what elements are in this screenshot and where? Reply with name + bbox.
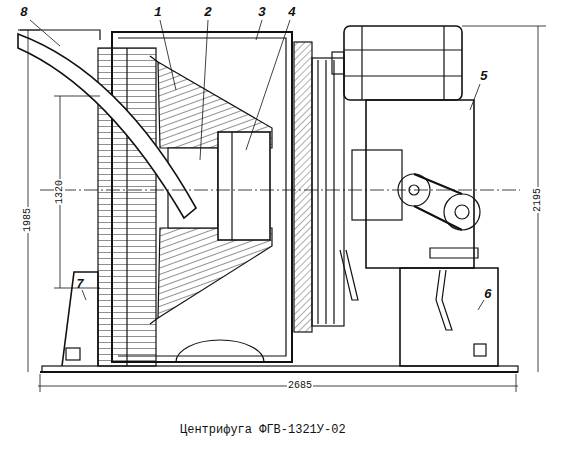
callout-number: 3	[258, 6, 266, 19]
motor	[344, 26, 462, 100]
dim-tick	[54, 96, 100, 97]
dim-tick	[516, 374, 517, 392]
callout-number: 4	[288, 6, 296, 19]
pulley-guard	[294, 42, 312, 332]
motor-shaft	[332, 52, 344, 74]
callout-number: 2	[204, 6, 212, 19]
stand-box	[474, 344, 486, 356]
leader	[200, 20, 208, 160]
stand-arm	[436, 270, 452, 330]
drive-belt	[414, 174, 462, 230]
center-line	[40, 190, 520, 191]
dim-tick	[40, 374, 41, 392]
dim-tick	[20, 30, 40, 31]
dim-tick	[462, 26, 546, 27]
feed-inlet	[18, 30, 100, 40]
base-plate	[42, 366, 518, 372]
leader	[82, 290, 86, 300]
dimension-lines	[20, 26, 546, 392]
dimension-label: 2685	[287, 381, 313, 391]
bearing-line	[231, 132, 232, 240]
shaft-bearing	[218, 132, 270, 240]
v-belts	[318, 60, 334, 324]
leader	[246, 20, 290, 150]
pulley	[312, 58, 344, 326]
drive-frame	[366, 100, 474, 268]
outlet	[62, 272, 98, 366]
callout-number: 7	[76, 278, 84, 291]
callout-number: 8	[20, 6, 28, 19]
bracket	[430, 248, 478, 258]
drive-hub	[455, 205, 469, 219]
lever	[340, 250, 358, 300]
caption: Центрифуга ФГВ-1321У-02	[180, 424, 346, 436]
dim-2685	[38, 386, 518, 387]
gearbox	[352, 150, 402, 220]
leader	[470, 84, 480, 110]
leader	[256, 20, 262, 40]
dimension-label: 2195	[533, 187, 543, 213]
motor-ribs	[344, 26, 462, 100]
rotor-cone-lower	[158, 228, 272, 318]
sump	[176, 340, 264, 362]
machine-outline	[18, 26, 520, 372]
callout-number: 5	[480, 70, 488, 83]
screen-divider	[126, 48, 127, 366]
stand	[400, 268, 498, 366]
callout-number: 1	[154, 6, 162, 19]
dimension-label: 1985	[23, 207, 33, 233]
leader	[30, 20, 60, 46]
dimension-label: 1320	[55, 179, 65, 205]
callout-number: 6	[484, 288, 492, 301]
dim-1985	[28, 30, 29, 372]
leader-lines	[30, 20, 484, 310]
leader	[160, 20, 176, 90]
leader	[478, 300, 484, 310]
outlet-foot	[66, 348, 80, 360]
